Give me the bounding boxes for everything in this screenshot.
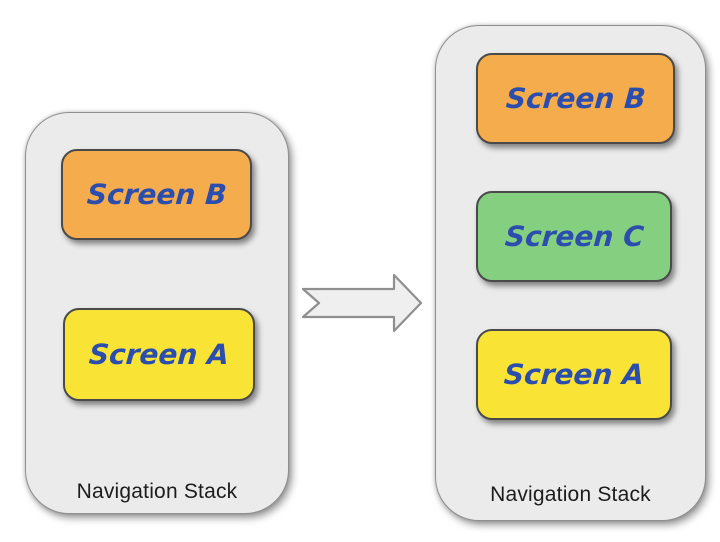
screen-card-label: Screen A: [502, 358, 646, 391]
screen-card-label: Screen B: [85, 178, 228, 211]
screen-card-a: Screen A: [63, 308, 255, 401]
screen-card-label: Screen B: [504, 82, 647, 115]
stack-caption: Navigation Stack: [490, 483, 651, 506]
screen-card-label: Screen C: [503, 220, 645, 253]
navigation-stack-before: Screen B Screen A Navigation Stack: [25, 112, 289, 514]
screen-card-a: Screen A: [476, 329, 672, 420]
screen-card-label: Screen A: [87, 338, 231, 371]
navigation-stack-after: Screen B Screen C Screen A Navigation St…: [435, 25, 706, 521]
screen-card-c: Screen C: [476, 191, 672, 282]
screen-card-b: Screen B: [476, 53, 675, 144]
screen-card-b: Screen B: [61, 149, 252, 240]
push-arrow-icon: [301, 272, 424, 334]
stack-caption: Navigation Stack: [76, 480, 238, 503]
